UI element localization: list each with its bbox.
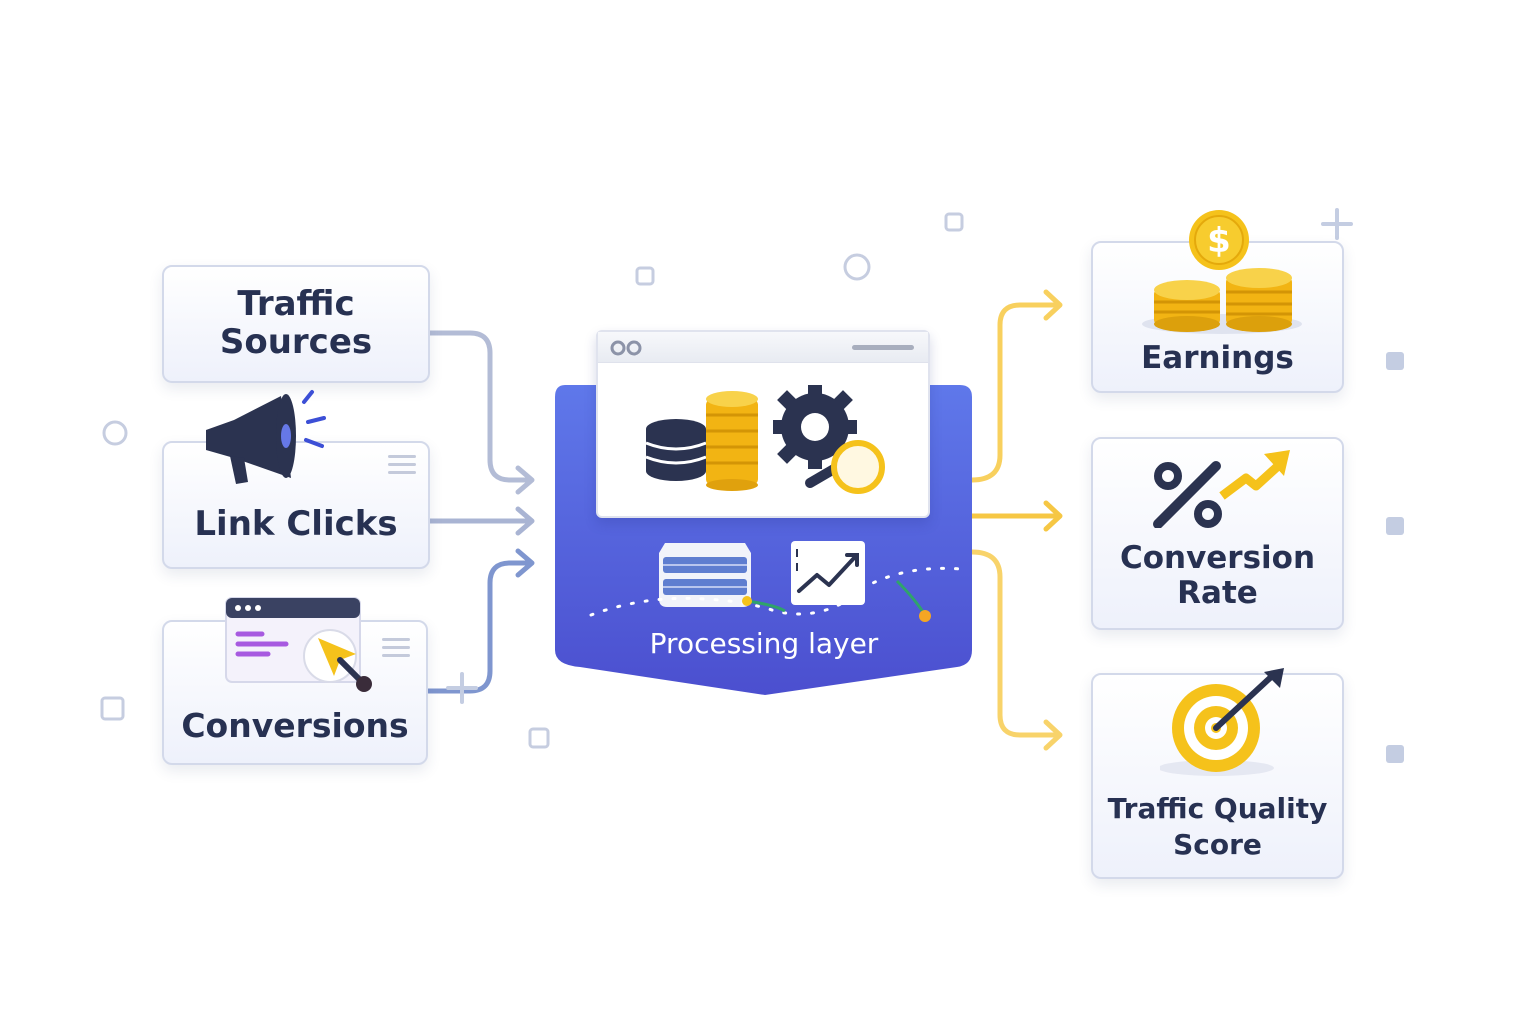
megaphone-icon	[206, 390, 326, 484]
percent-arrow-icon	[1153, 450, 1290, 528]
processor-lower-icons	[589, 541, 963, 622]
conversion-rate-label: Conversion Rate	[1119, 540, 1316, 611]
traffic-quality-score-label: Traffic Quality Score	[1107, 792, 1328, 861]
database-icon	[645, 419, 707, 481]
menu-lines-icon	[388, 455, 416, 479]
arrow-conversions	[425, 560, 533, 694]
dollar-coins-icon: $	[1142, 210, 1302, 334]
svg-text:$: $	[1207, 221, 1231, 261]
menu-lines-icon	[382, 638, 410, 662]
link-clicks-label: Link Clicks	[194, 504, 398, 544]
processor-icons	[645, 385, 885, 494]
arrow-to-quality-score	[969, 549, 1061, 738]
arrow-traffic-sources	[427, 330, 533, 483]
link-icon	[610, 340, 642, 356]
cursor-window-icon	[225, 597, 372, 692]
traffic-sources-label: Traffic Sources	[219, 284, 373, 363]
conversions-label: Conversions	[181, 706, 409, 745]
trend-chart-icon	[791, 541, 865, 605]
coin-stack-icon	[706, 391, 758, 491]
earnings-label: Earnings	[1141, 340, 1294, 376]
titlebar-bar	[852, 345, 914, 350]
target-icon	[1160, 668, 1284, 776]
window-titlebar	[598, 332, 928, 363]
magnifier-icon	[805, 440, 885, 494]
link-clicks-card: Link Clicks	[162, 441, 430, 569]
traffic-sources-card: Traffic Sources	[162, 265, 430, 383]
processing-layer-label: Processing layer	[649, 627, 879, 660]
arrow-to-earnings	[969, 302, 1061, 483]
server-icon	[659, 543, 751, 607]
